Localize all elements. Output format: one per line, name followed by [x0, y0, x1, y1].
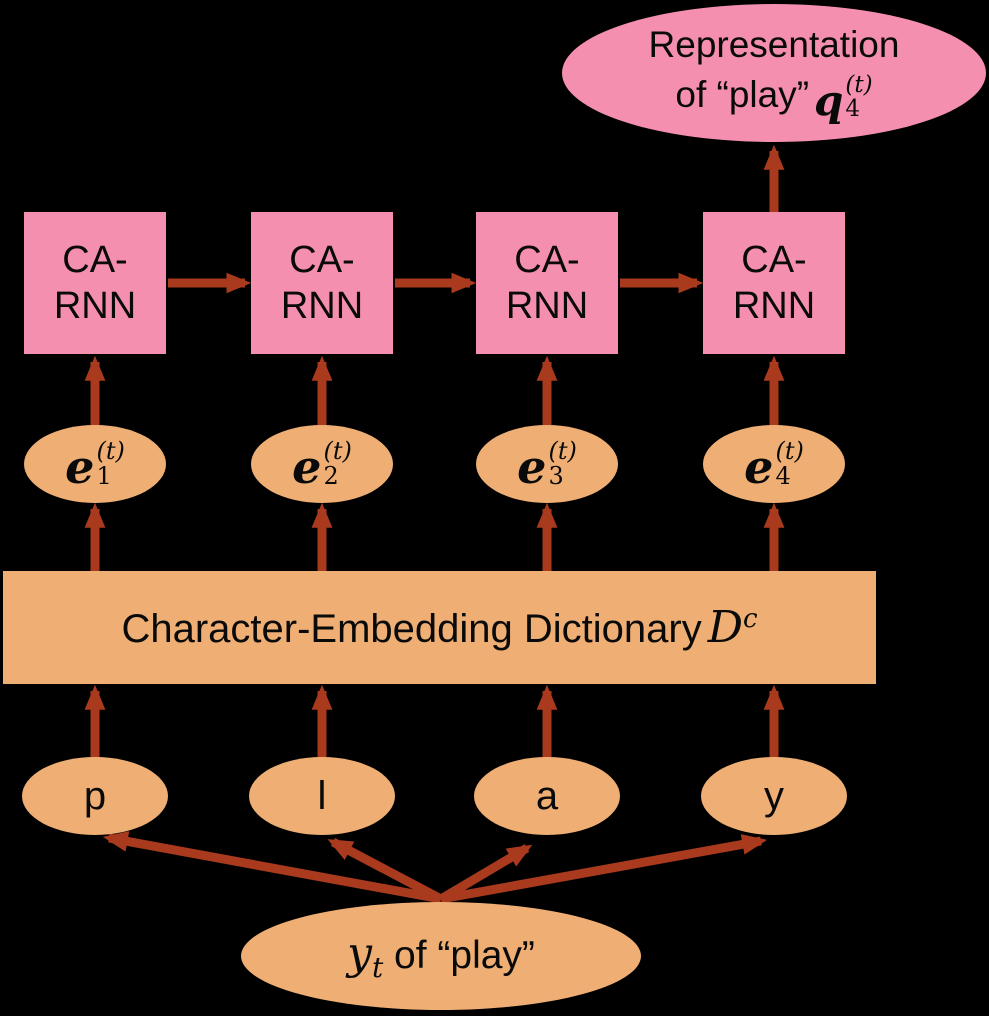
e3-math-cluster: e(t)3	[517, 436, 577, 494]
arrow-input-to-char-y	[440, 834, 768, 904]
e4-math-var: e	[744, 440, 774, 494]
q-math-cluster: q(t)4	[809, 72, 873, 126]
embedding-ellipse-2: e(t)2	[251, 425, 393, 503]
e2-superscript: (t)	[323, 436, 352, 465]
char-ellipse-l: l	[249, 757, 395, 835]
arrow-input-to-char-p	[102, 831, 442, 904]
ca-rnn-label-3: CA- RNN	[505, 238, 589, 327]
e2-math-var: e	[292, 440, 322, 494]
e1-subscript: 1	[96, 462, 112, 490]
input-label: yt of “play”	[347, 928, 535, 984]
dictionary-math-var: D	[707, 602, 743, 653]
char-label-a: a	[535, 773, 559, 818]
representation-line2-text: of “play”	[675, 74, 810, 116]
ca-rnn-box-2: CA- RNN	[251, 212, 393, 354]
representation-line1: Representation	[648, 23, 900, 65]
input-math-var: y	[347, 928, 372, 979]
e1-math-cluster: e(t)1	[65, 436, 125, 494]
ca-rnn-box-3: CA- RNN	[476, 212, 618, 354]
arrow-input-to-char-a	[438, 844, 533, 903]
char-label-l: l	[317, 773, 327, 818]
char-ellipse-p: p	[22, 757, 168, 835]
e4-subscript: 4	[775, 462, 791, 490]
embedding-ellipse-4: e(t)4	[703, 425, 845, 503]
e2-subscript: 2	[323, 462, 339, 490]
input-subscript: t	[371, 951, 384, 984]
ca-rnn-box-1: CA- RNN	[24, 212, 166, 354]
ca-rnn-label-2: CA- RNN	[280, 238, 364, 327]
char-label-p: p	[83, 773, 107, 818]
e1-superscript: (t)	[96, 436, 125, 465]
e4-math-cluster: e(t)4	[744, 436, 804, 494]
representation-ellipse: Representation of “play”q(t)4	[562, 4, 986, 142]
embedding-ellipse-3: e(t)3	[476, 425, 618, 503]
representation-line2: of “play”q(t)4	[675, 72, 873, 126]
input-label-text: of “play”	[383, 934, 535, 977]
ca-rnn-box-4: CA- RNN	[703, 212, 845, 354]
e3-subscript: 3	[548, 462, 564, 490]
q-subscript: 4	[845, 96, 861, 123]
e3-superscript: (t)	[548, 436, 577, 465]
input-ellipse: yt of “play”	[241, 902, 641, 1010]
char-label-y: y	[764, 773, 784, 818]
ca-rnn-label-1: CA- RNN	[53, 238, 137, 327]
char-ellipse-y: y	[701, 757, 847, 835]
char-ellipse-a: a	[474, 757, 620, 835]
e2-math-cluster: e(t)2	[292, 436, 352, 494]
arrow-input-to-char-l	[327, 838, 444, 903]
dictionary-label-text: Character-Embedding Dictionary	[121, 607, 702, 651]
dictionary-superscript: c	[742, 604, 758, 634]
embedding-ellipse-1: e(t)1	[24, 425, 166, 503]
ca-rnn-label-4: CA- RNN	[732, 238, 816, 327]
e3-math-var: e	[517, 440, 547, 494]
e1-math-var: e	[65, 440, 95, 494]
q-superscript: (t)	[845, 72, 873, 99]
q-math-var: q	[814, 76, 844, 126]
e4-superscript: (t)	[775, 436, 804, 465]
